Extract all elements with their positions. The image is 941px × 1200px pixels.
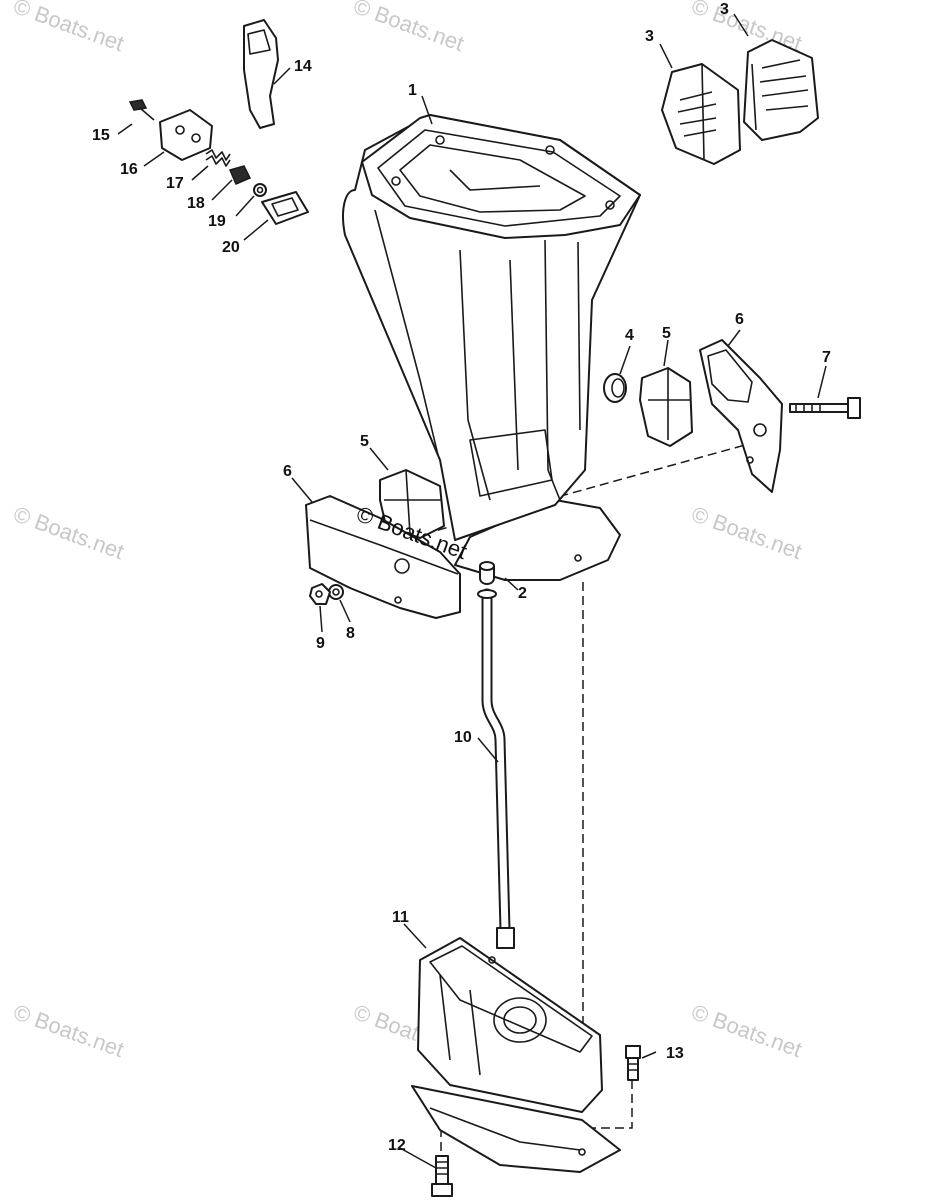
callout-18: 18 (187, 195, 205, 212)
extension-housing (411, 937, 621, 1173)
callout-3: 3 (645, 28, 654, 45)
plug (603, 373, 627, 403)
callout-5: 5 (662, 325, 671, 342)
watermark: © Boats.net (688, 999, 805, 1062)
callout-20: 20 (222, 239, 240, 256)
callouts: 1 2 3 3 4 5 5 6 6 7 8 9 10 11 12 13 14 1… (92, 1, 831, 1154)
watermark: © Boats.net (688, 501, 805, 564)
callout-8: 8 (346, 625, 355, 642)
mount-right (639, 367, 693, 447)
spring (205, 149, 231, 167)
gasket (261, 191, 309, 225)
nut (309, 583, 331, 605)
washer (328, 584, 344, 600)
water-tube (477, 588, 515, 949)
bolt-bottom (431, 1155, 453, 1197)
watermark: © Boats.net (10, 999, 127, 1062)
watermark: © Boats.net (10, 501, 127, 564)
callout-10: 10 (454, 729, 472, 746)
callout-13: 13 (666, 1045, 684, 1062)
watermark: © Boats.net (10, 0, 127, 56)
mount-cover-right (699, 339, 783, 493)
callout-4: 4 (625, 327, 634, 344)
callout-14: 14 (294, 58, 312, 75)
callout-11: 11 (392, 909, 409, 926)
callout-6: 6 (735, 311, 744, 328)
callout-2: 2 (518, 585, 527, 602)
callout-17: 17 (166, 175, 184, 192)
mount-left (379, 469, 445, 539)
callout-19: 19 (208, 213, 226, 230)
callout-leaders (117, 13, 827, 1169)
drive-shaft-housing (342, 114, 641, 581)
fitting (228, 165, 252, 185)
anode-tab (243, 19, 279, 129)
callout-15: 15 (92, 127, 110, 144)
bolt-long (789, 397, 861, 419)
callout-16: 16 (120, 161, 138, 178)
bolt-right (625, 1045, 641, 1081)
mount-cover-left (305, 495, 461, 619)
callout-7: 7 (822, 349, 831, 366)
side-cover-left (661, 63, 741, 165)
callout-6: 6 (283, 463, 292, 480)
side-cover-right (743, 39, 819, 141)
callout-12: 12 (388, 1137, 406, 1154)
screw (128, 99, 155, 121)
callout-5: 5 (360, 433, 369, 450)
grommet (479, 561, 495, 585)
callout-3: 3 (720, 1, 729, 18)
callout-1: 1 (408, 82, 417, 99)
watermark: © Boats.net (350, 0, 467, 56)
o-ring (253, 183, 267, 197)
assembly-line (590, 1080, 633, 1129)
mounting-block (159, 109, 213, 161)
callout-9: 9 (316, 635, 325, 652)
